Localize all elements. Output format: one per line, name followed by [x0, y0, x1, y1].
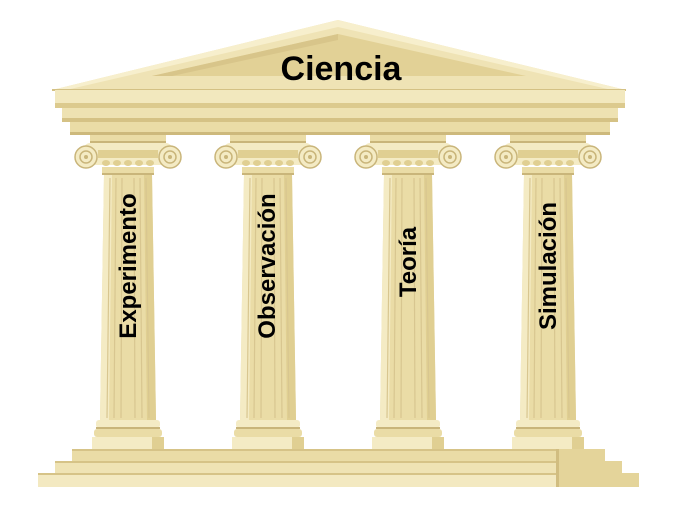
column-1 — [74, 135, 182, 449]
pillar-label-2: Observación — [254, 193, 281, 338]
column-2 — [214, 135, 322, 449]
roof-title: Ciencia — [281, 50, 403, 88]
pillar-label-1: Experimento — [115, 193, 142, 338]
column-3 — [354, 135, 462, 449]
columns — [74, 135, 602, 449]
steps — [38, 449, 639, 487]
column-4 — [494, 135, 602, 449]
pillar-label-3: Teoría — [395, 226, 422, 297]
pillar-label-4: Simulación — [535, 202, 562, 330]
entablature — [55, 90, 625, 135]
